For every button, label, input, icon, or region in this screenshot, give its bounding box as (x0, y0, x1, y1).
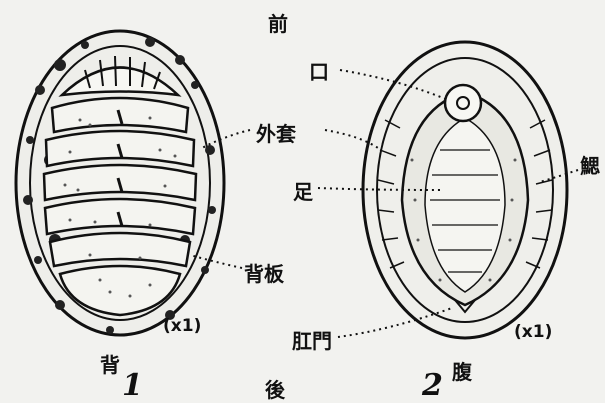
anus-label: 肛門 (292, 325, 332, 354)
anterior-label: 前 (268, 8, 288, 37)
mouth-label: 口 (309, 56, 329, 85)
figure-1-number: 1 (122, 368, 143, 403)
dorsal-plate-label: 背板 (244, 258, 284, 287)
figure-2-number: 2 (422, 368, 443, 403)
mantle-label: 外套 (256, 118, 296, 147)
scale-label-left: (x1) (163, 316, 201, 336)
gill-label: 鰓 (580, 150, 600, 179)
chiton-dorsal-figure (16, 31, 224, 335)
ventral-view-label: 腹 (452, 356, 472, 385)
foot-label: 足 (293, 176, 313, 205)
chiton-ventral-figure (363, 42, 567, 338)
dorsal-view-label: 背 (100, 349, 120, 378)
scale-label-right: (x1) (514, 322, 552, 342)
posterior-label: 後 (265, 374, 285, 403)
mouth-disc (445, 85, 481, 121)
